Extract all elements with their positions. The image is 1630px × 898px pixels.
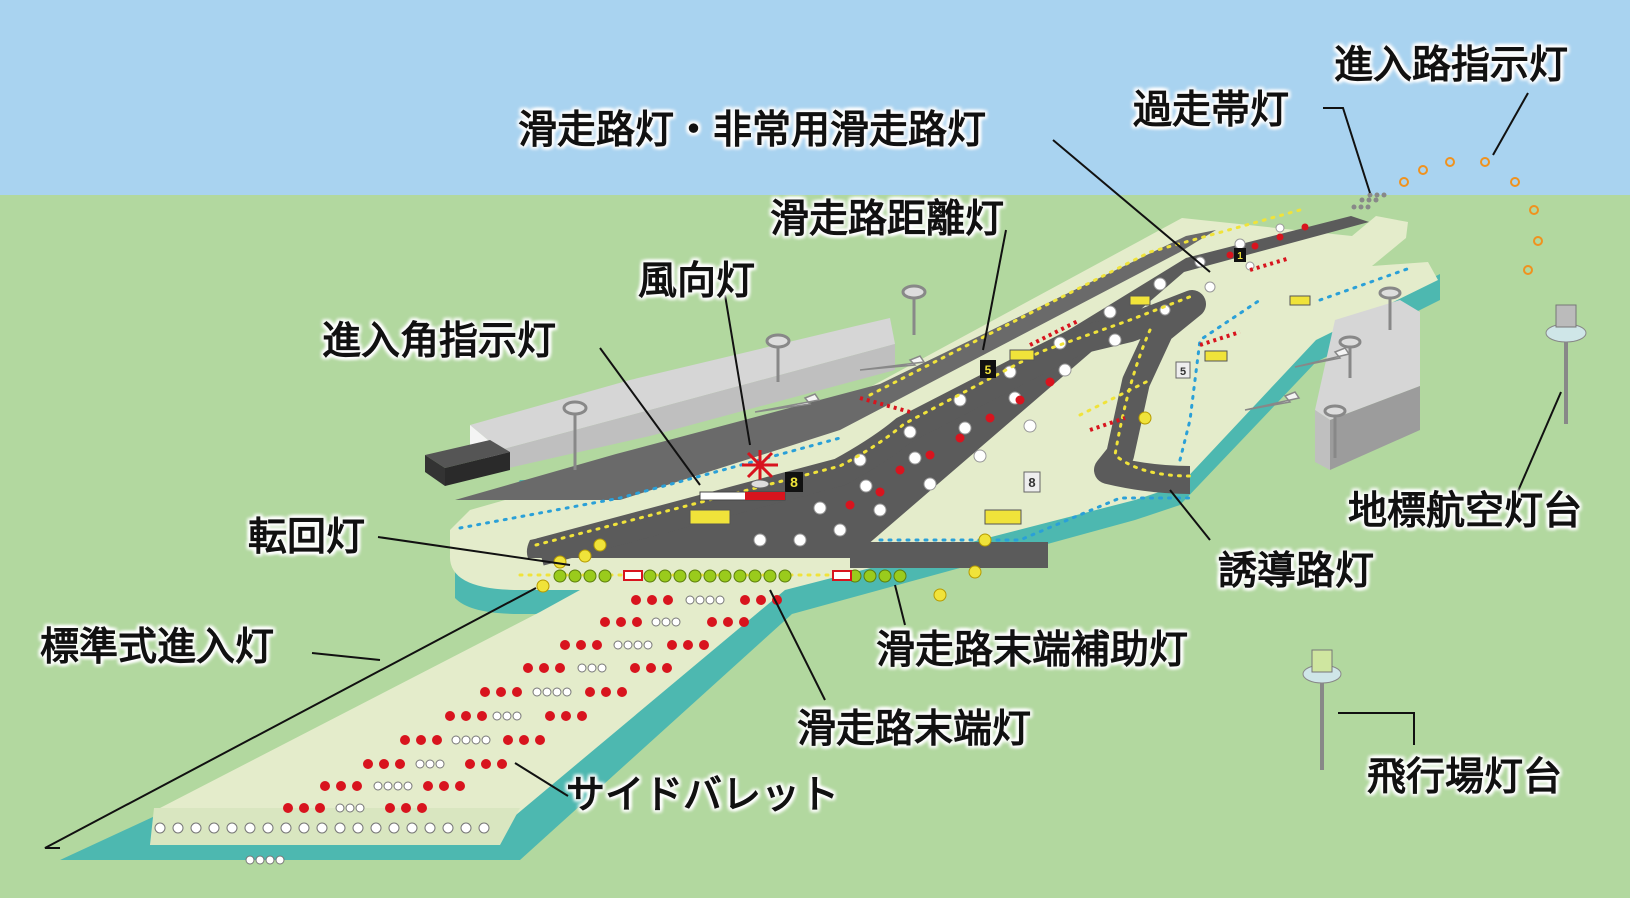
label-standard-approach-lights: 標準式進入灯 <box>40 625 275 670</box>
label-threshold-wing-bar: 滑走路末端補助灯 <box>876 628 1189 673</box>
sign-distance-mid-right: 5 <box>1180 366 1186 378</box>
label-approach-guide-lights: 進入路指示灯 <box>1334 43 1569 88</box>
terminal-right <box>1315 300 1420 470</box>
overrun-lights <box>1351 192 1387 210</box>
aerodrome-beacon-tower <box>1302 649 1342 770</box>
sign-distance-left: 8 <box>790 474 798 490</box>
aircraft <box>754 347 1351 413</box>
wing-bar-fixtures <box>623 570 852 581</box>
papi-bar <box>699 491 786 501</box>
label-papi: 進入角指示灯 <box>322 319 557 364</box>
leader-lines <box>44 92 1562 849</box>
approach-red-lights <box>283 595 782 813</box>
sign-distance-right: 8 <box>1028 475 1035 490</box>
label-runway-distance-marker: 滑走路距離灯 <box>770 197 1005 242</box>
threshold-lights <box>553 569 907 583</box>
label-landmark-beacon: 地標航空灯台 <box>1348 489 1583 534</box>
light-poles <box>562 284 1402 470</box>
label-turning-pad-lights: 転回灯 <box>248 515 366 560</box>
sign-distance-far: 1 <box>1237 251 1243 262</box>
sign-distance-mid-left: 5 <box>985 363 992 377</box>
label-side-row-barrette: サイドバレット <box>566 773 840 818</box>
sky <box>0 0 1630 195</box>
wind-cone <box>742 450 778 489</box>
runway-center-red-lights <box>845 223 1309 510</box>
turning-lights <box>536 411 1152 602</box>
label-wind-direction-light: 風向灯 <box>638 259 756 304</box>
taxiway-loop <box>536 290 1206 566</box>
hangar-dark <box>425 440 510 486</box>
landmark-beacon-tower <box>1545 304 1587 424</box>
red-wing-bars <box>859 256 1291 432</box>
distance-marker-signs: 8 5 1 8 5 <box>689 248 1311 525</box>
label-aerodrome-beacon: 飛行場灯台 <box>1367 755 1563 800</box>
approach-guide-lights <box>1399 157 1543 275</box>
label-threshold-lights: 滑走路末端灯 <box>797 707 1032 752</box>
label-runway-edge-lights: 滑走路灯・非常用滑走路灯 <box>518 108 987 153</box>
label-overrun-lights: 過走帯灯 <box>1133 88 1290 133</box>
label-taxiway-edge-lights: 誘導路灯 <box>1218 549 1375 594</box>
approach-white-bars <box>154 595 725 865</box>
